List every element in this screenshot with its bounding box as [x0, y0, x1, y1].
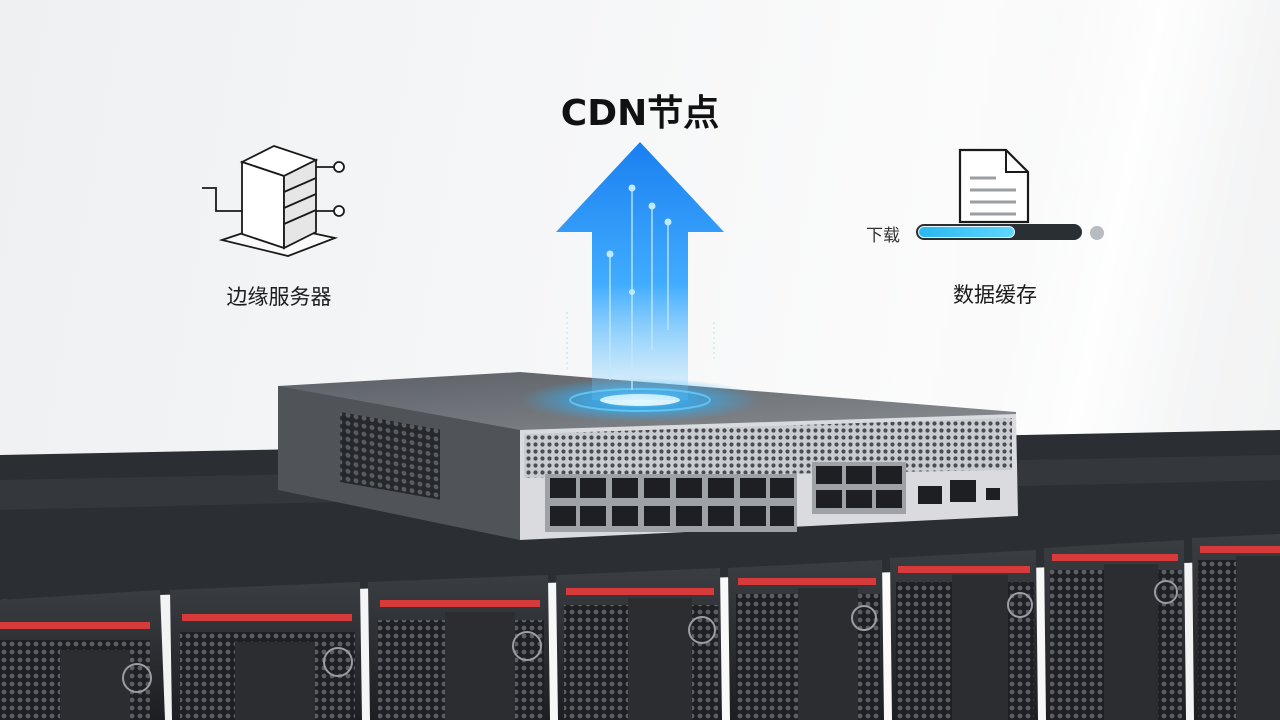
upload-arrow-icon [556, 142, 724, 400]
download-label: 下载 [866, 226, 900, 246]
edge-server-label: 边缘服务器 [226, 285, 332, 309]
server-racks [0, 534, 1280, 720]
download-progress-fill [918, 226, 1015, 238]
server-unit [556, 568, 722, 720]
server-unit [368, 575, 550, 720]
data-cache-label: 数据缓存 [953, 283, 1037, 307]
server-unit [1192, 534, 1280, 720]
page-title: CDN节点 [560, 93, 720, 134]
document-icon [958, 148, 1030, 224]
server-unit [0, 590, 165, 720]
progress-end-dot [1090, 226, 1104, 240]
server-unit [728, 560, 884, 720]
server-unit [890, 550, 1038, 720]
download-progress-bar [916, 224, 1082, 240]
network-switch [278, 372, 1018, 540]
server-rack-icon [202, 145, 345, 257]
server-unit [170, 582, 362, 720]
server-unit [1044, 540, 1186, 720]
ethernet-ports [545, 462, 1000, 532]
